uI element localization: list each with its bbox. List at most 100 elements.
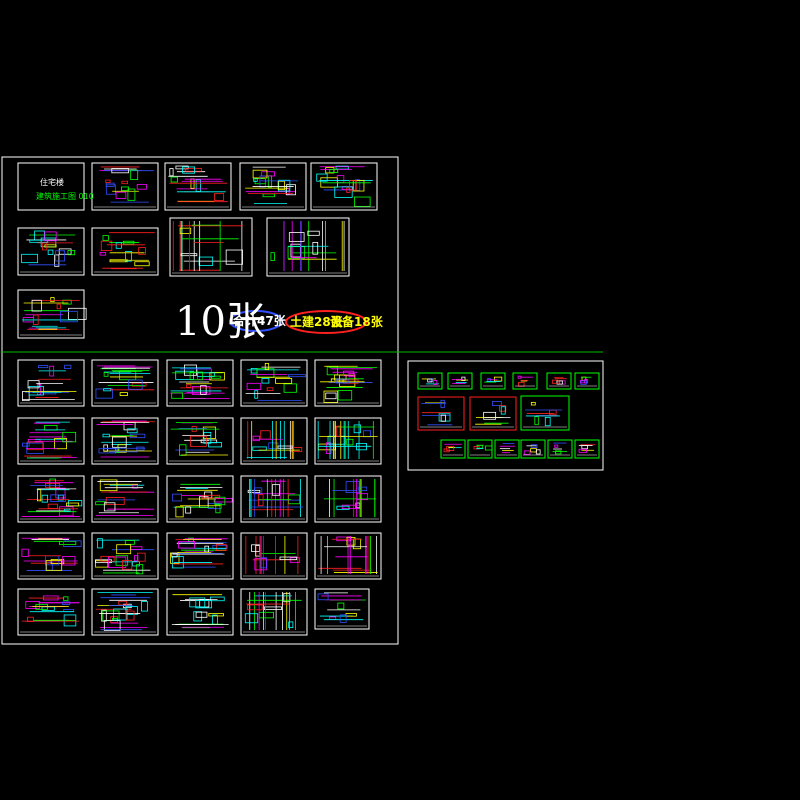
drawing-sheet bbox=[17, 532, 85, 580]
sheet-border bbox=[91, 162, 159, 211]
cover-sheet bbox=[17, 162, 85, 211]
sheet-shape bbox=[325, 167, 335, 174]
sheet-border bbox=[91, 227, 159, 276]
sheet-shape bbox=[137, 552, 146, 562]
drawing-sheet bbox=[91, 475, 159, 523]
sheet-border bbox=[240, 588, 308, 636]
sheet-shape bbox=[21, 548, 29, 557]
sheet-shape bbox=[211, 375, 221, 379]
sheet-shape bbox=[41, 494, 49, 503]
sheet-shape bbox=[252, 435, 260, 442]
sheet-shape bbox=[261, 171, 275, 177]
sheet-shape bbox=[440, 414, 446, 422]
sheet-shape bbox=[198, 256, 214, 266]
sheet-border bbox=[17, 227, 85, 276]
sheet-shape bbox=[169, 168, 174, 177]
sheet-border bbox=[314, 359, 382, 407]
sheet-shape bbox=[103, 372, 109, 377]
sheet-shape bbox=[130, 169, 139, 180]
sheet-shape bbox=[170, 176, 178, 183]
sheet-shape bbox=[336, 505, 350, 510]
civil-equipment-ellipse bbox=[285, 310, 367, 334]
equipment-sheets-label: 设备18张 bbox=[330, 315, 383, 329]
sheet-shape bbox=[286, 184, 296, 196]
drawing-sheet bbox=[574, 439, 600, 459]
sheet-shape bbox=[108, 556, 127, 568]
sheet-shape bbox=[103, 502, 116, 512]
sheet-shape bbox=[346, 438, 354, 446]
sheet-shape bbox=[530, 401, 536, 406]
sheet-shape bbox=[125, 251, 132, 262]
sheet-shape bbox=[63, 540, 82, 547]
sheet-border bbox=[314, 532, 382, 580]
drawing-sheet bbox=[520, 395, 570, 431]
sheet-shape bbox=[47, 503, 58, 509]
sheet-shape bbox=[334, 374, 347, 381]
sheet-shape bbox=[278, 179, 291, 192]
sheet-shape bbox=[64, 508, 71, 512]
sheet-shape bbox=[578, 448, 587, 453]
sheet-shape bbox=[202, 426, 217, 439]
sheet-shape bbox=[275, 378, 293, 384]
sheet-border bbox=[17, 417, 85, 465]
sheet-border bbox=[166, 532, 234, 580]
sheet-shape bbox=[277, 445, 293, 449]
drawing-sheet bbox=[240, 417, 308, 465]
drawing-sheet bbox=[91, 417, 159, 465]
sheet-shape bbox=[329, 169, 339, 173]
sheet-border bbox=[310, 162, 378, 211]
sheet-shape bbox=[208, 613, 224, 617]
drawing-sheet bbox=[314, 475, 382, 523]
drawing-sheet bbox=[512, 372, 538, 390]
drawing-sheet bbox=[239, 162, 307, 211]
sheet-shape bbox=[433, 380, 438, 385]
sheet-border bbox=[240, 359, 308, 407]
sheet-shape bbox=[261, 378, 270, 384]
sheet-shape bbox=[184, 364, 197, 376]
drawing-sheet bbox=[240, 475, 308, 523]
sheet-shape bbox=[307, 230, 320, 236]
sheet-shape bbox=[349, 180, 357, 191]
sheet-shape bbox=[64, 364, 72, 370]
sheet-shape bbox=[182, 166, 195, 174]
drawing-sheet bbox=[447, 372, 473, 390]
sheet-shape bbox=[135, 564, 144, 575]
drawing-sheet bbox=[314, 588, 370, 630]
sheet-shape bbox=[493, 376, 503, 382]
sheet-shape bbox=[210, 596, 225, 602]
sheet-shape bbox=[336, 425, 341, 437]
sheet-shape bbox=[244, 613, 259, 624]
drawing-sheet bbox=[240, 588, 308, 636]
sheet-shape bbox=[125, 606, 138, 615]
drawing-sheet bbox=[314, 359, 382, 407]
sheet-shape bbox=[54, 438, 67, 450]
sheet-border bbox=[440, 439, 466, 459]
sheet-shape bbox=[99, 252, 107, 256]
sheet-shape bbox=[180, 253, 198, 257]
sheet-shape bbox=[105, 184, 116, 195]
drawing-sheet bbox=[17, 588, 85, 636]
sheet-shape bbox=[580, 380, 587, 385]
drawing-sheet bbox=[166, 532, 234, 580]
sheet-shape bbox=[105, 179, 111, 183]
sheet-border bbox=[314, 588, 370, 630]
sheet-border bbox=[266, 217, 350, 277]
sheet-border bbox=[17, 532, 85, 580]
sheet-border bbox=[17, 588, 85, 636]
sheet-shape bbox=[25, 600, 40, 609]
sheet-shape bbox=[215, 544, 227, 552]
sheet-shape bbox=[125, 610, 135, 621]
drawing-sheet bbox=[91, 227, 159, 276]
sheet-shape bbox=[115, 191, 127, 199]
sheet-shape bbox=[517, 375, 522, 379]
sheet-shape bbox=[339, 374, 356, 387]
drawing-sheet bbox=[166, 588, 234, 636]
sheet-shape bbox=[253, 487, 263, 494]
drawing-sheet bbox=[91, 162, 159, 211]
sheet-border bbox=[91, 588, 159, 636]
sheet-shape bbox=[27, 616, 34, 622]
sheet-shape bbox=[134, 261, 150, 267]
sheet-border bbox=[520, 395, 570, 431]
sheet-shape bbox=[179, 227, 192, 234]
